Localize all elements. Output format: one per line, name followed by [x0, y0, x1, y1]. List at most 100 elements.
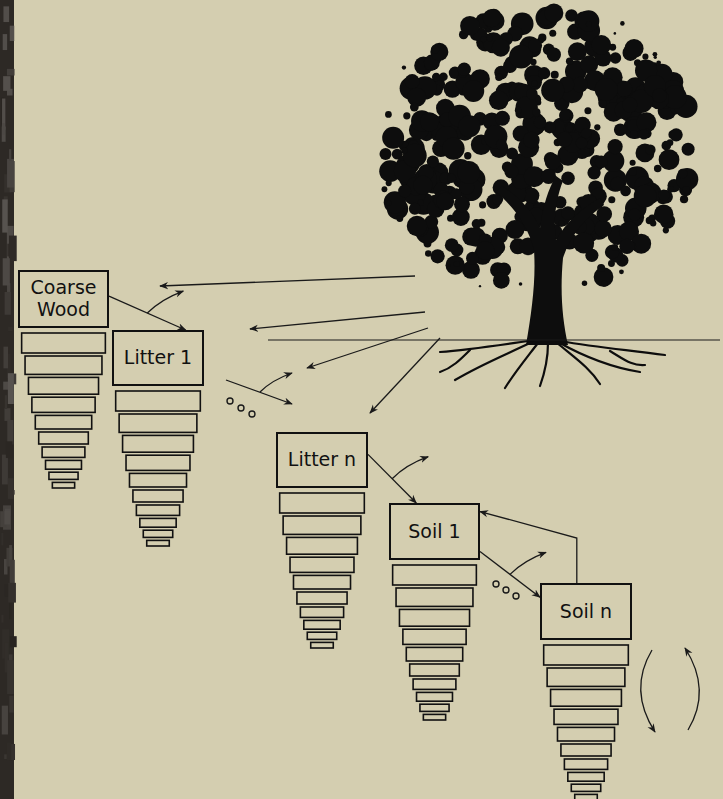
leaf-speck: [382, 186, 388, 192]
leaf-cluster: [558, 220, 564, 226]
leaf-cluster: [534, 116, 547, 129]
pool-layer: [406, 647, 462, 661]
pool-layer: [557, 727, 614, 741]
pool-layer: [129, 473, 186, 487]
pool-layer: [547, 668, 625, 686]
leaf-cluster: [645, 145, 655, 155]
leaf-cluster: [410, 103, 419, 112]
leaf-cluster: [629, 209, 641, 221]
pool-layer: [393, 565, 477, 585]
pool-layer: [126, 455, 190, 470]
pool-layer: [116, 391, 201, 411]
leaf-cluster: [547, 48, 561, 62]
leaf-cluster: [572, 77, 588, 93]
photo-texture: [9, 149, 11, 161]
photo-texture: [4, 511, 10, 525]
pool-layer: [25, 356, 102, 374]
pool-layer: [293, 575, 350, 589]
leaf-speck: [396, 215, 403, 222]
leaf-cluster: [661, 141, 671, 151]
leaf-cluster: [532, 108, 540, 116]
photo-texture: [3, 34, 7, 50]
photo-texture: [5, 292, 11, 315]
leaf-cluster: [403, 112, 410, 119]
leaf-cluster: [682, 143, 695, 156]
pool-layer: [140, 518, 176, 527]
leaf-cluster: [642, 54, 648, 60]
pool-layer: [561, 744, 611, 756]
leaf-cluster: [630, 131, 638, 139]
pool-layer: [403, 629, 466, 644]
leaf-speck: [614, 32, 617, 35]
leaf-speck: [425, 250, 432, 257]
leaf-cluster: [557, 132, 572, 147]
pool-layer: [575, 794, 598, 799]
leaf-cluster: [678, 169, 688, 179]
pool-layer: [307, 632, 336, 639]
leaf-cluster: [523, 132, 540, 149]
leaf-cluster: [614, 123, 627, 136]
leaf-cluster: [605, 245, 619, 259]
leaf-cluster: [487, 36, 493, 42]
leaf-cluster: [430, 43, 448, 61]
leaf-cluster: [506, 220, 525, 239]
leaf-cluster: [460, 16, 480, 36]
leaf-cluster: [436, 192, 454, 210]
leaf-speck: [479, 285, 481, 287]
leaf-cluster: [480, 36, 486, 42]
photo-texture: [8, 373, 14, 404]
pool-label: Litter 1: [124, 347, 192, 369]
pool-layer: [551, 689, 622, 706]
leaf-cluster: [680, 195, 688, 203]
leaf-speck: [690, 179, 695, 184]
leaf-cluster: [382, 127, 404, 149]
leaf-speck: [448, 264, 450, 266]
photo-texture: [8, 327, 13, 331]
pool-layer: [290, 557, 354, 572]
leaf-cluster: [496, 140, 506, 150]
leaf-cluster: [398, 184, 411, 197]
leaf-cluster: [559, 109, 573, 123]
pool-layer: [136, 505, 179, 515]
pool-layer: [287, 537, 358, 554]
photo-texture: [5, 395, 7, 409]
respiration-arrow: [392, 457, 428, 479]
pool-layer: [300, 607, 343, 617]
photo-texture: [8, 478, 14, 499]
leaf-speck: [402, 65, 406, 69]
photo-texture: [10, 26, 14, 41]
pool-layer: [571, 784, 600, 791]
leaf-cluster: [446, 255, 465, 274]
photo-texture: [9, 236, 17, 262]
leaf-speck: [656, 60, 661, 65]
leaf-cluster: [457, 161, 480, 184]
leaf-cluster: [670, 128, 683, 141]
pool-layer: [420, 704, 449, 711]
leaf-speck: [582, 281, 587, 286]
leaf-cluster: [568, 42, 587, 61]
leaf-cluster: [541, 79, 564, 102]
pool-layer: [297, 592, 347, 604]
leaf-cluster: [407, 216, 427, 236]
pool-layer: [35, 415, 91, 429]
leaf-cluster: [401, 148, 407, 154]
leaf-cluster: [495, 74, 503, 82]
leaf-cluster: [683, 186, 690, 193]
leaf-cluster: [628, 167, 637, 176]
leaf-cluster: [561, 171, 575, 185]
photo-texture: [4, 408, 10, 421]
photo-texture: [7, 69, 15, 76]
photo-texture: [7, 420, 13, 445]
leaf-cluster: [608, 196, 615, 203]
mixing-arrows: [641, 648, 700, 732]
pool-layer: [410, 664, 460, 676]
leaf-cluster: [594, 124, 600, 130]
pool-layer: [399, 609, 469, 626]
leaf-cluster: [616, 81, 632, 97]
photo-texture: [6, 441, 13, 458]
leaf-cluster: [630, 160, 636, 166]
ground-line: [268, 339, 720, 340]
photo-texture: [3, 382, 8, 390]
leaf-cluster: [445, 238, 459, 252]
photo-texture: [9, 696, 14, 713]
